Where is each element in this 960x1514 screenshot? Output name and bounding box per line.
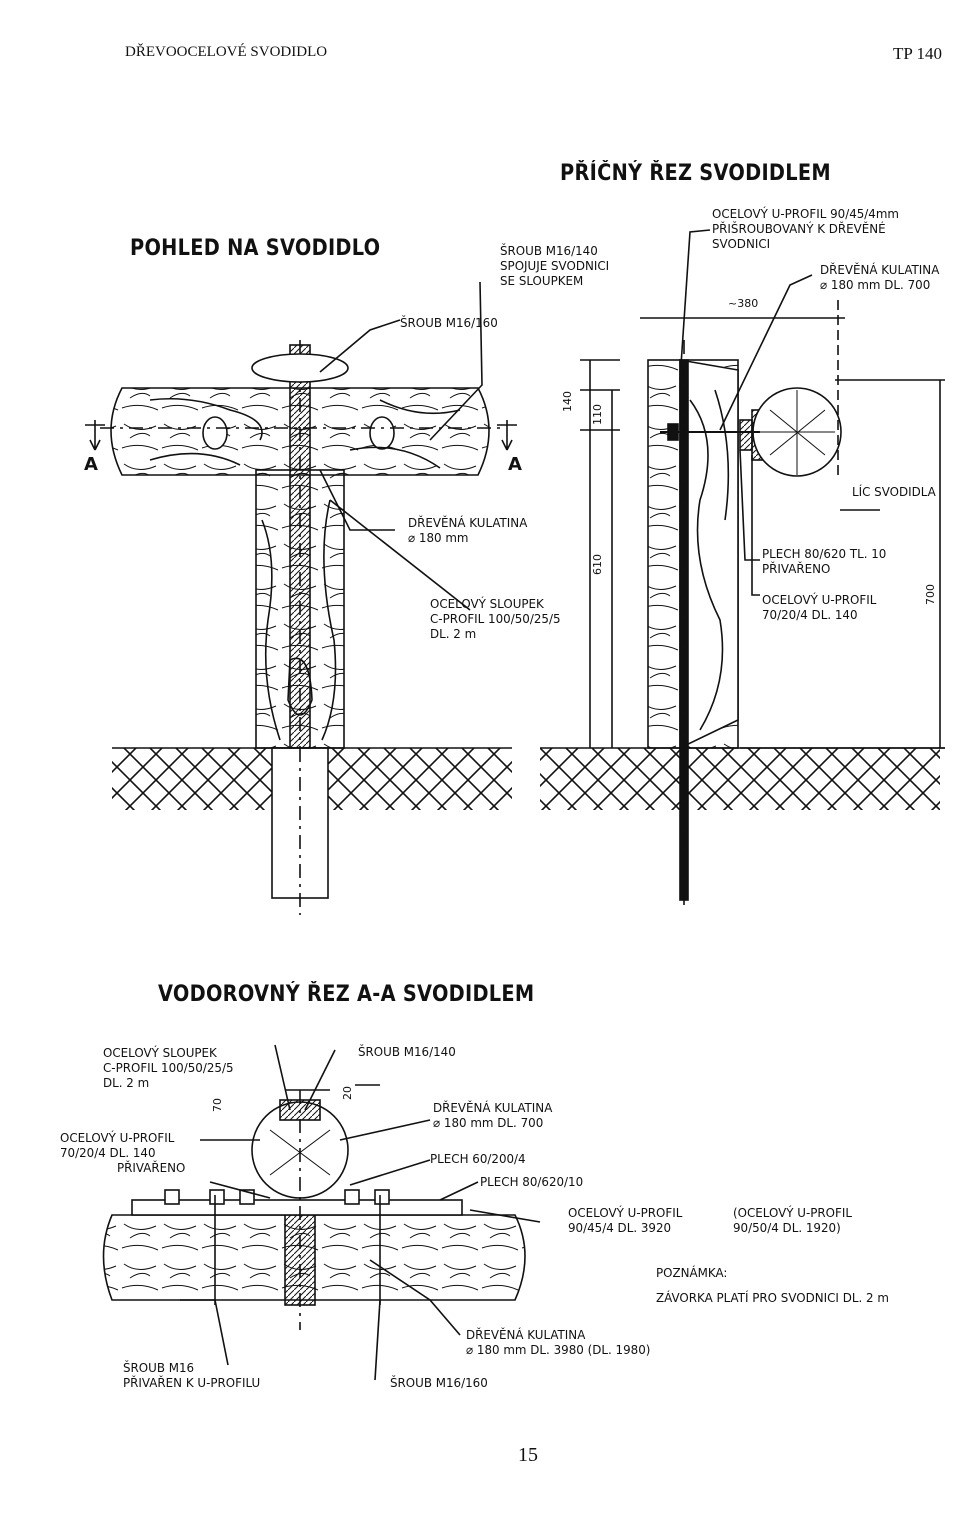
page-header-title: DŘEVOOCELOVÉ SVODIDLO — [125, 44, 328, 60]
dim-70: 70 — [211, 1098, 224, 1112]
note-text: ZÁVORKA PLATÍ PRO SVODNICI DL. 2 m — [656, 1290, 889, 1305]
front-view-title: POHLED NA SVODIDLO — [130, 236, 381, 261]
face-label: LÍC SVODIDLA — [852, 484, 936, 499]
hsec-post-label: OCELOVÝ SLOUPEK C-PROFIL 100/50/25/5 DL.… — [103, 1045, 234, 1090]
front-bolt-m16-140-label: ŠROUB M16/140 SPOJUJE SVODNICI SE SLOUPK… — [500, 243, 610, 288]
section-mark-left: A — [84, 454, 98, 475]
dim-380: ~380 — [728, 297, 759, 310]
hsec-log-top-label: DŘEVĚNÁ KULATINA ⌀ 180 mm DL. 700 — [433, 1100, 553, 1130]
horizontal-section-drawing — [102, 1044, 541, 1381]
dim-20: 20 — [341, 1086, 354, 1100]
cross-section-title: PŘÍČNÝ ŘEZ SVODIDLEM — [560, 161, 831, 186]
note-title: POZNÁMKA: — [656, 1265, 728, 1280]
hsec-plate-80-label: PLECH 80/620/10 — [480, 1174, 584, 1189]
hsec-log-bottom-label: DŘEVĚNÁ KULATINA ⌀ 180 mm DL. 3980 (DL. … — [466, 1327, 651, 1357]
front-post-label: OCELOVÝ SLOUPEK C-PROFIL 100/50/25/5 DL.… — [430, 596, 561, 641]
cross-plate-label: PLECH 80/620 TL. 10 PŘIVAŘENO — [762, 546, 887, 576]
hsec-bolt-m16-label: ŠROUB M16 PŘIVAŘEN K U-PROFILU — [123, 1360, 261, 1390]
dim-700: 700 — [924, 584, 937, 605]
hsec-u-profile-left-label: OCELOVÝ U-PROFIL 70/20/4 DL. 140 PŘIVAŘE… — [60, 1130, 186, 1175]
dim-110: 110 — [591, 404, 604, 425]
cross-log-label: DŘEVĚNÁ KULATINA ⌀ 180 mm DL. 700 — [820, 262, 940, 292]
page-header-code: TP 140 — [893, 44, 942, 63]
cross-u-profile-top-label: OCELOVÝ U-PROFIL 90/45/4mm PŘIŠROUBOVANÝ… — [712, 206, 900, 251]
hsec-plate-60-label: PLECH 60/200/4 — [430, 1151, 526, 1166]
cross-u-profile-small-label: OCELOVÝ U-PROFIL 70/20/4 DL. 140 — [762, 592, 877, 622]
page-number: 15 — [518, 1444, 538, 1466]
cross-section-drawing — [540, 229, 945, 910]
horizontal-log — [110, 387, 490, 476]
hsec-u-profile-right-a-label: OCELOVÝ U-PROFIL 90/45/4 DL. 3920 — [568, 1205, 683, 1235]
hsec-bolt-m16-160-label: ŠROUB M16/160 — [390, 1375, 488, 1390]
section-mark-right: A — [508, 454, 522, 475]
front-bolt-m16-160-label: ŠROUB M16/160 — [400, 315, 498, 330]
front-log-label: DŘEVĚNÁ KULATINA ⌀ 180 mm — [408, 515, 528, 545]
dim-140: 140 — [561, 391, 574, 412]
dim-610: 610 — [591, 554, 604, 575]
front-view-drawing — [85, 281, 517, 915]
hsec-u-profile-right-b-label: (OCELOVÝ U-PROFIL 90/50/4 DL. 1920) — [733, 1205, 852, 1235]
horizontal-section-title: VODOROVNÝ ŘEZ A-A SVODIDLEM — [158, 982, 535, 1007]
hsec-bolt-top-label: ŠROUB M16/140 — [358, 1044, 456, 1059]
